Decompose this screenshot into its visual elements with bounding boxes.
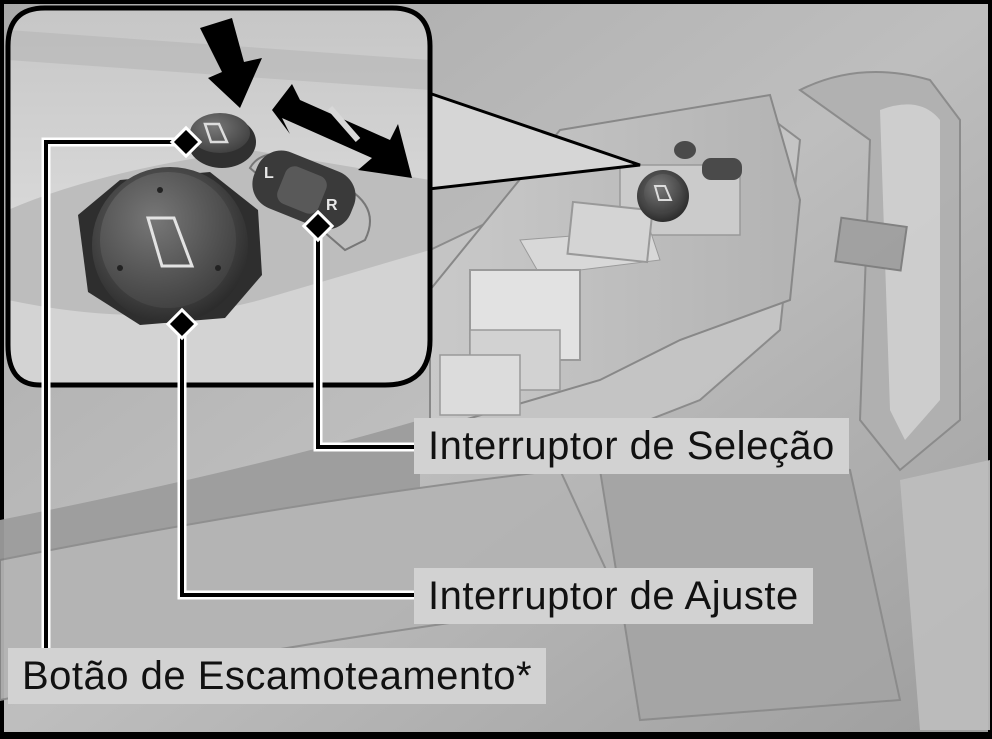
- inset-magnified-view: L R: [5, 5, 433, 388]
- retract-mirror-icon: [203, 122, 229, 144]
- arrow-down-icon: [200, 18, 262, 108]
- leader-lines: [41, 137, 414, 650]
- mirror-icon: [146, 216, 195, 268]
- right-letter: R: [326, 197, 338, 214]
- small-retract-button: [674, 141, 696, 159]
- label-retract-button: Botão de Escamoteamento*: [8, 648, 547, 704]
- small-select-switch: [702, 158, 742, 180]
- adjust-switch-large: [78, 167, 262, 325]
- selection-switch-large: L R: [248, 150, 371, 252]
- left-letter: L: [264, 165, 274, 182]
- retract-button-large: [188, 113, 256, 168]
- small-mirror-icon: [653, 185, 673, 201]
- leader-markers: [165, 125, 335, 341]
- double-arrow-icon: [272, 84, 412, 178]
- selection-toggle: [277, 166, 327, 214]
- label-adjustment-switch: Interruptor de Ajuste: [414, 568, 813, 624]
- label-selection-switch: Interruptor de Seleção: [414, 418, 849, 474]
